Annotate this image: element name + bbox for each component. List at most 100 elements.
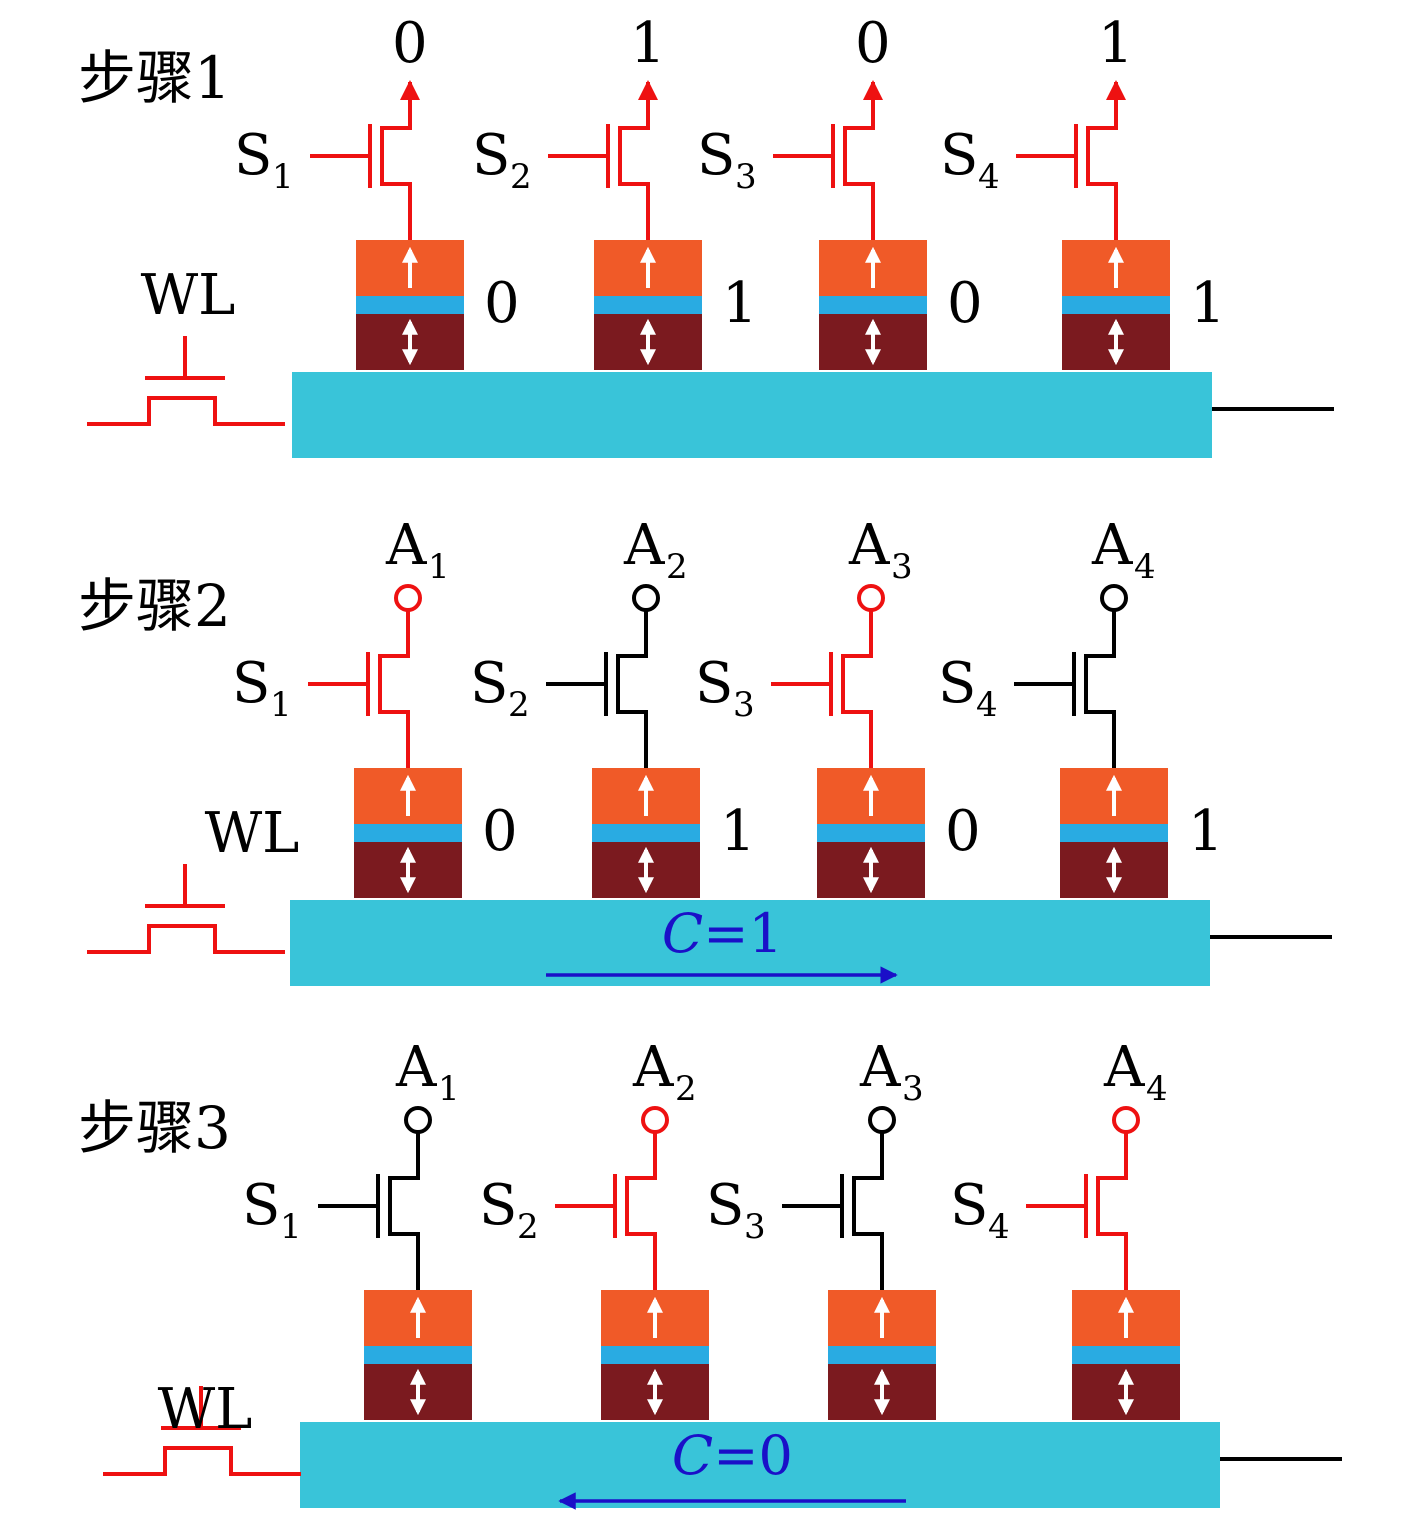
select-label: S bbox=[706, 1173, 744, 1238]
stored-bit-label: 0 bbox=[484, 271, 520, 336]
output-bit-label: 0 bbox=[855, 11, 891, 76]
select-subscript: 2 bbox=[517, 1207, 539, 1247]
select-label: S bbox=[242, 1173, 280, 1238]
select-label: S bbox=[472, 123, 510, 188]
channel-strip bbox=[292, 372, 1212, 458]
tunnel-barrier bbox=[356, 296, 464, 314]
wl-label: WL bbox=[205, 801, 300, 866]
select-subscript: 1 bbox=[270, 685, 292, 725]
wl-label: WL bbox=[158, 1377, 253, 1442]
stored-bit-label: 0 bbox=[945, 799, 981, 864]
output-bit-label: 0 bbox=[392, 11, 428, 76]
current-annotation: C=0 bbox=[558, 1424, 906, 1510]
terminal-label: A bbox=[623, 513, 665, 578]
select-subscript: 1 bbox=[280, 1207, 302, 1247]
tunnel-barrier bbox=[592, 824, 700, 842]
step-label: 步骤3 bbox=[78, 1094, 231, 1162]
transistor-channel bbox=[841, 628, 873, 768]
stored-bit-label: 1 bbox=[722, 271, 758, 336]
terminal-label: A bbox=[395, 1035, 437, 1100]
terminal-node bbox=[857, 584, 885, 612]
transistor-channel bbox=[616, 628, 648, 768]
select-label: S bbox=[232, 651, 270, 716]
select-subscript: 4 bbox=[978, 157, 1000, 197]
stored-bit-label: 1 bbox=[720, 799, 756, 864]
select-label: S bbox=[950, 1173, 988, 1238]
current-variable: C bbox=[662, 902, 703, 965]
terminal-label: A bbox=[385, 513, 427, 578]
terminal-node bbox=[641, 1106, 669, 1134]
terminal-label: A bbox=[1103, 1035, 1145, 1100]
select-label: S bbox=[470, 651, 508, 716]
select-subscript: 1 bbox=[272, 157, 294, 197]
select-label: S bbox=[234, 123, 272, 188]
tunnel-barrier bbox=[828, 1346, 936, 1364]
terminal-node bbox=[1100, 584, 1128, 612]
terminal-label: A bbox=[632, 1035, 674, 1100]
transistor-channel bbox=[843, 100, 875, 240]
channel-strip bbox=[290, 900, 1210, 986]
transistor-channel bbox=[852, 1150, 884, 1290]
select-subscript: 3 bbox=[744, 1207, 766, 1247]
step-label: 步骤2 bbox=[78, 572, 231, 640]
select-subscript: 3 bbox=[735, 157, 757, 197]
tunnel-barrier bbox=[817, 824, 925, 842]
terminal-label: A bbox=[848, 513, 890, 578]
select-label: S bbox=[938, 651, 976, 716]
tunnel-barrier bbox=[1072, 1346, 1180, 1364]
terminal-subscript: 3 bbox=[891, 547, 913, 587]
wl-pulse bbox=[103, 1446, 301, 1476]
select-label: S bbox=[695, 651, 733, 716]
transistor-channel bbox=[625, 1150, 657, 1290]
stored-bit-label: 0 bbox=[947, 271, 983, 336]
terminal-subscript: 2 bbox=[666, 547, 688, 587]
step-label: 步骤1 bbox=[78, 44, 231, 112]
tunnel-barrier bbox=[594, 296, 702, 314]
current-value: =0 bbox=[713, 1424, 793, 1487]
transistor-channel bbox=[380, 100, 412, 240]
current-label: C=0 bbox=[672, 1424, 793, 1487]
terminal-node bbox=[394, 584, 422, 612]
select-label: S bbox=[940, 123, 978, 188]
terminal-subscript: 1 bbox=[438, 1069, 460, 1109]
tunnel-barrier bbox=[354, 824, 462, 842]
stored-bit-label: 0 bbox=[482, 799, 518, 864]
current-variable: C bbox=[672, 1424, 713, 1487]
wl-pulse bbox=[87, 924, 285, 954]
transistor-channel bbox=[618, 100, 650, 240]
terminal-node bbox=[404, 1106, 432, 1134]
terminal-node bbox=[868, 1106, 896, 1134]
terminal-subscript: 1 bbox=[428, 547, 450, 587]
transistor-channel bbox=[378, 628, 410, 768]
current-annotation: C=1 bbox=[546, 902, 898, 984]
transistor-channel bbox=[1084, 628, 1116, 768]
stored-bit-label: 1 bbox=[1190, 271, 1226, 336]
terminal-node bbox=[1112, 1106, 1140, 1134]
wl-pulse bbox=[87, 396, 285, 426]
stored-bit-label: 1 bbox=[1188, 799, 1224, 864]
transistor-channel bbox=[1086, 100, 1118, 240]
terminal-subscript: 4 bbox=[1146, 1069, 1168, 1109]
tunnel-barrier bbox=[1062, 296, 1170, 314]
output-bit-label: 1 bbox=[630, 11, 666, 76]
terminal-subscript: 2 bbox=[675, 1069, 697, 1109]
transistor-channel bbox=[1096, 1150, 1128, 1290]
current-label: C=1 bbox=[662, 902, 783, 965]
channel-strip bbox=[300, 1422, 1220, 1508]
select-subscript: 2 bbox=[508, 685, 530, 725]
terminal-label: A bbox=[1091, 513, 1133, 578]
select-subscript: 3 bbox=[733, 685, 755, 725]
